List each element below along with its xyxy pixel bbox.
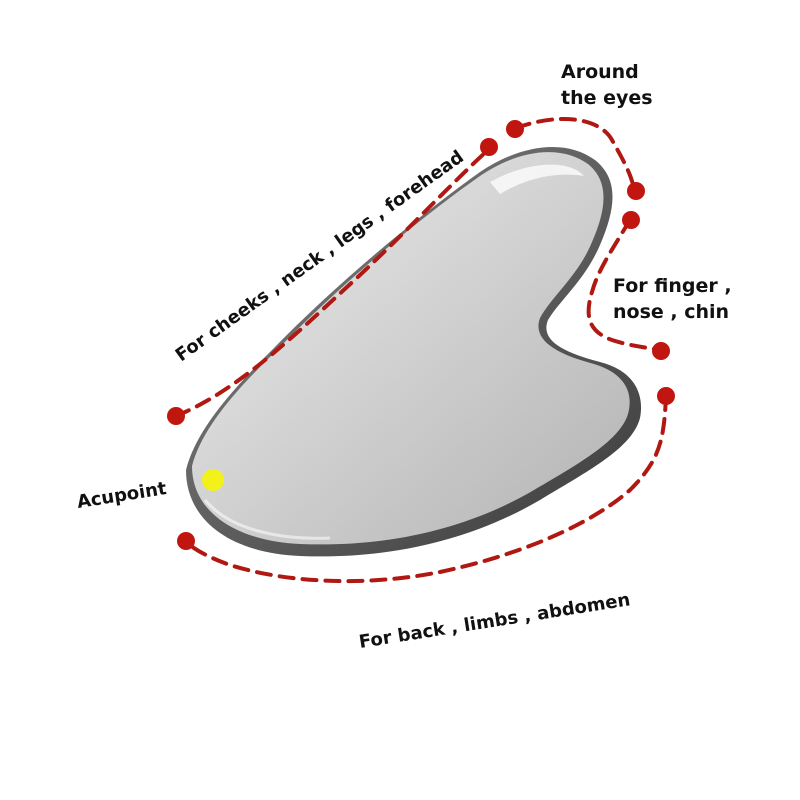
tool-edge-highlight bbox=[203, 499, 331, 540]
acupoint-dot bbox=[202, 469, 224, 491]
back-guide-line bbox=[184, 394, 668, 584]
eyes-end-marker bbox=[627, 182, 645, 200]
cheeks-guide-line bbox=[174, 148, 490, 418]
finger-start-marker bbox=[622, 211, 640, 229]
finger-guide-line bbox=[586, 218, 662, 352]
cheeks-start-marker bbox=[167, 407, 185, 425]
eyes-start-marker bbox=[506, 120, 524, 138]
back-start-marker bbox=[657, 387, 675, 405]
eyes-label-line2: the eyes bbox=[561, 87, 653, 109]
eyes-guide-line bbox=[514, 116, 636, 192]
finger-end-marker bbox=[652, 342, 670, 360]
tool-highlight bbox=[490, 164, 584, 194]
markers bbox=[167, 120, 675, 550]
acupoint-label: Acupoint bbox=[75, 478, 168, 513]
guide-lines bbox=[174, 116, 668, 584]
tool-body bbox=[192, 152, 630, 545]
cheeks-end-marker bbox=[480, 138, 498, 156]
finger-label-line2: nose , chin bbox=[613, 301, 729, 323]
back-label: For back , limbs , abdomen bbox=[357, 589, 631, 653]
finger-label-line1: For finger , bbox=[613, 275, 732, 297]
eyes-label-line1: Around bbox=[561, 61, 639, 83]
gua-sha-tool bbox=[186, 146, 642, 557]
back-end-marker bbox=[177, 532, 195, 550]
